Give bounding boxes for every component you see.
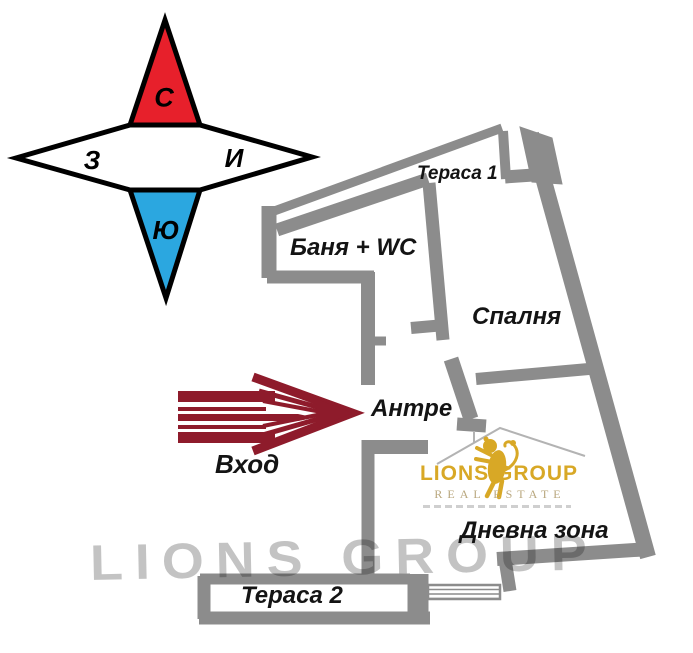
room-label-terrace1: Тераса 1 [417, 163, 498, 184]
compass-south-label: Ю [152, 215, 180, 245]
compass-north-label: С [154, 82, 174, 113]
room-label-bath: Баня + WC [290, 234, 417, 261]
room-label-hall: Антре [371, 395, 453, 422]
logo-subtitle: REAL ESTATE [434, 487, 566, 501]
floorplan-walls [197, 123, 656, 625]
compass-west-label: З [83, 145, 101, 175]
roof-outline-icon [436, 426, 586, 465]
room-label-living: Дневна зона [460, 517, 609, 544]
room-label-bedroom: Спалня [472, 303, 562, 330]
lion-icon [474, 436, 519, 500]
entrance-label: Вход [215, 449, 280, 479]
window-symbol [426, 583, 502, 601]
logo-tagline [423, 505, 571, 508]
room-label-terrace2: Тераса 2 [241, 582, 343, 609]
logo-title: LIONS GROUP [419, 462, 578, 485]
compass-east-label: И [224, 143, 244, 173]
compass-rose-icon [6, 12, 321, 307]
entrance-arrow-icon [178, 372, 365, 456]
